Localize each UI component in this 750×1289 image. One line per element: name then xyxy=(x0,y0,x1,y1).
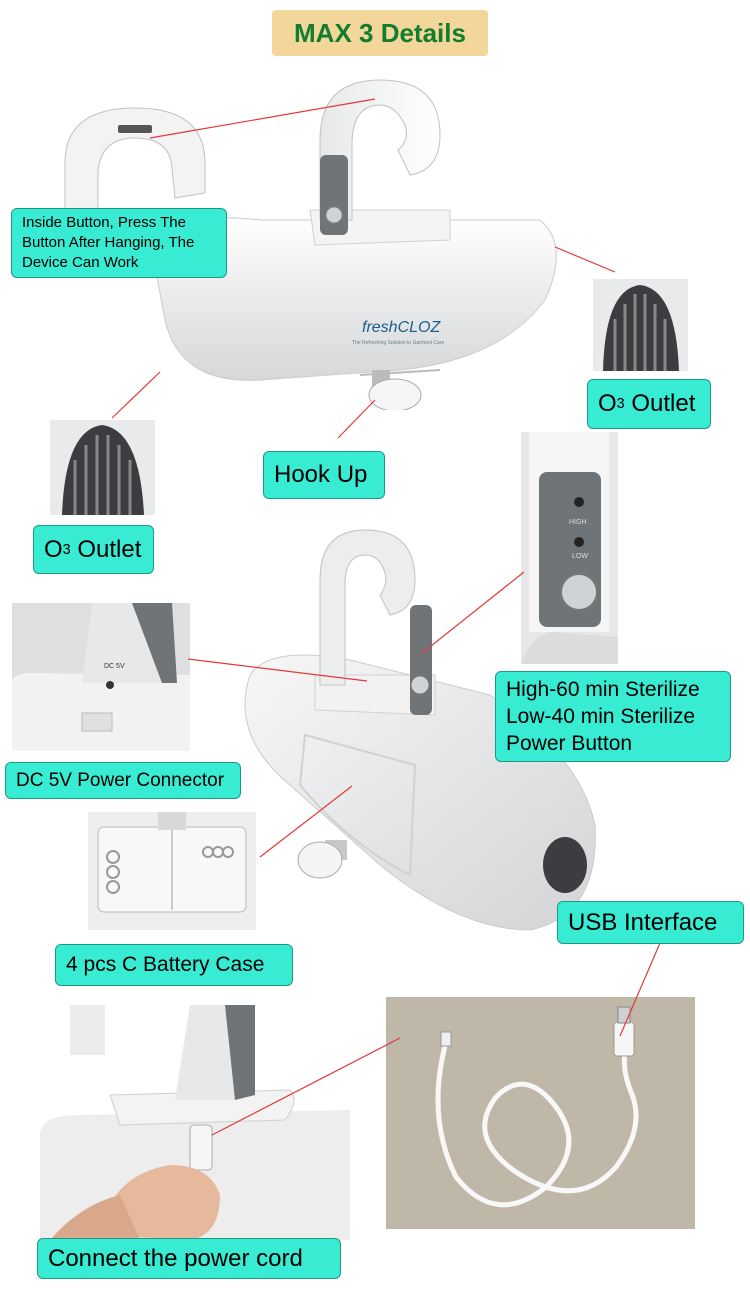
usb-interface-text: USB Interface xyxy=(568,908,718,936)
label-inside-button-line-1: Inside Button, Press The xyxy=(22,214,186,231)
label-inside-button-line-2: Button After Hanging, The xyxy=(22,234,195,251)
hook-up-text: Hook Up xyxy=(274,461,368,488)
o3-right-sub: 3 xyxy=(616,396,625,412)
label-connect-cord: Connect the power cord xyxy=(37,1238,341,1279)
high-mark: HIGH xyxy=(569,519,587,526)
brand-tagline: The Refreshing Solution to Garment Care xyxy=(352,340,444,346)
connect-cord-text: Connect the power cord xyxy=(48,1244,303,1272)
label-inside-button-line-3: Device Can Work xyxy=(22,254,139,271)
label-dc-connector: DC 5V Power Connector xyxy=(5,762,241,799)
o3-left-suffix: Outlet xyxy=(70,535,142,563)
o3-left-prefix: O xyxy=(44,535,63,563)
sterilize-line-2: Low-40 min Sterilize xyxy=(506,705,696,728)
o3-right-prefix: O xyxy=(598,390,617,417)
dc-connector-text: DC 5V Power Connector xyxy=(16,769,225,791)
label-inside-button: Inside Button, Press The Button After Ha… xyxy=(11,208,227,278)
o3-right-suffix: Outlet xyxy=(624,390,696,417)
page-title: MAX 3 Details xyxy=(272,10,488,56)
hook-closeup-photo xyxy=(60,103,210,223)
dc-mark: DC 5V xyxy=(104,663,125,670)
sterilize-line-3: Power Button xyxy=(506,732,633,755)
power-button-closeup-photo: HIGH LOW xyxy=(521,432,618,664)
low-mark: LOW xyxy=(572,553,588,560)
o3-outlet-left-photo xyxy=(50,420,155,515)
battery-case-photo xyxy=(88,812,256,930)
connect-power-cord-photo xyxy=(40,1005,350,1240)
label-battery-case: 4 pcs C Battery Case xyxy=(55,944,293,986)
battery-case-text: 4 pcs C Battery Case xyxy=(66,953,265,976)
brand-logo: freshCLOZ xyxy=(362,319,441,336)
label-usb-interface: USB Interface xyxy=(557,901,744,944)
o3-left-sub: 3 xyxy=(62,541,71,558)
sterilize-line-1: High-60 min Sterilize xyxy=(506,678,700,701)
o3-outlet-right-photo xyxy=(593,279,688,371)
usb-cable-photo xyxy=(386,997,695,1229)
label-hook-up: Hook Up xyxy=(263,451,385,499)
label-sterilize: High-60 min Sterilize Low-40 min Sterili… xyxy=(495,671,731,762)
dc-connector-closeup-photo: DC 5V xyxy=(12,603,190,751)
